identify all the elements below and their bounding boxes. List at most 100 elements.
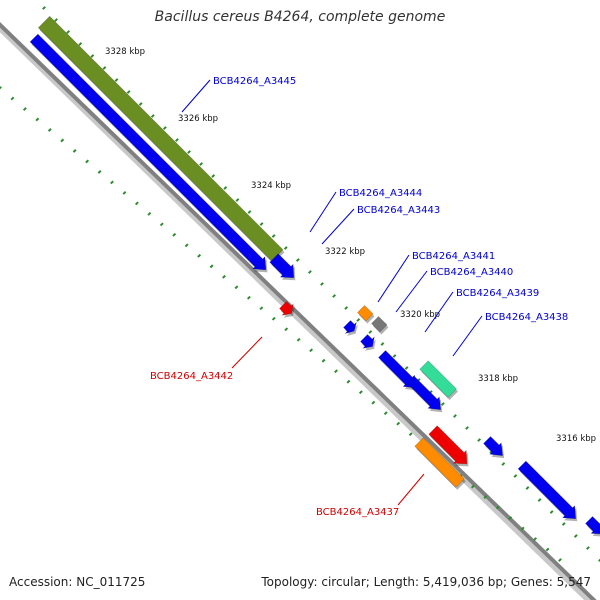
tick-mark bbox=[533, 537, 538, 541]
tick-mark bbox=[138, 102, 143, 106]
tick-mark bbox=[332, 294, 336, 298]
tick-mark bbox=[334, 369, 338, 374]
tick-mark bbox=[309, 348, 314, 353]
tick-mark bbox=[392, 354, 397, 358]
tick-mark bbox=[271, 234, 276, 238]
tick-mark bbox=[209, 264, 214, 269]
accession-text: Accession: NC_011725 bbox=[9, 575, 146, 589]
tick-mark bbox=[404, 366, 409, 370]
tick-mark bbox=[320, 282, 324, 286]
tick-mark bbox=[520, 526, 525, 531]
tick-mark bbox=[356, 318, 361, 322]
tick-mark bbox=[114, 78, 119, 82]
tick-mark bbox=[380, 342, 385, 346]
tick-mark bbox=[172, 232, 177, 237]
tick-mark bbox=[440, 402, 445, 406]
gene-label: BCB4264_A3439 bbox=[456, 288, 539, 299]
tick-mark bbox=[371, 400, 376, 405]
tick-mark bbox=[453, 414, 457, 418]
tick-mark bbox=[259, 222, 264, 226]
gene-red bbox=[279, 301, 294, 316]
tick-mark bbox=[35, 117, 40, 122]
tick-mark bbox=[162, 126, 167, 130]
gene-label: BCB4264_A3445 bbox=[213, 76, 296, 87]
tick-mark bbox=[223, 186, 228, 190]
tick-mark bbox=[246, 295, 251, 300]
gene-blue bbox=[517, 460, 577, 520]
tick-mark bbox=[22, 107, 27, 111]
tick-mark bbox=[126, 90, 131, 94]
tick-mark bbox=[222, 274, 226, 279]
tick-mark bbox=[60, 138, 65, 143]
tick-mark bbox=[573, 534, 578, 538]
tick-mark bbox=[470, 484, 475, 489]
gene-blue bbox=[585, 516, 600, 535]
gene-gray bbox=[371, 316, 388, 333]
tick-mark bbox=[344, 306, 349, 310]
tick-mark bbox=[283, 246, 288, 250]
scale-label: 3328 kbp bbox=[105, 47, 145, 57]
tick-mark bbox=[247, 210, 252, 214]
tick-mark bbox=[10, 96, 15, 101]
tick-mark bbox=[159, 222, 164, 227]
tick-mark bbox=[66, 30, 71, 34]
gene-label-leader bbox=[181, 79, 211, 113]
tick-mark bbox=[558, 558, 562, 562]
gene-label: BCB4264_A3441 bbox=[412, 251, 495, 262]
tick-mark bbox=[358, 390, 363, 395]
tick-mark bbox=[296, 337, 301, 342]
gene-red bbox=[428, 425, 468, 465]
gene-blue bbox=[483, 436, 503, 456]
tick-mark bbox=[175, 138, 179, 142]
tick-mark bbox=[187, 150, 191, 154]
tick-mark bbox=[110, 180, 114, 185]
gene-blue bbox=[360, 334, 375, 349]
tick-mark bbox=[197, 253, 202, 258]
tick-mark bbox=[396, 421, 401, 426]
tick-mark bbox=[477, 438, 482, 442]
scale-label: 3320 kbp bbox=[400, 310, 440, 320]
backbone-line bbox=[0, 22, 597, 600]
gene-blue bbox=[407, 376, 442, 411]
tick-mark bbox=[545, 547, 550, 552]
tick-mark bbox=[368, 330, 373, 334]
tick-mark bbox=[259, 306, 264, 311]
tick-mark bbox=[234, 285, 239, 290]
tick-mark bbox=[586, 546, 590, 550]
scale-label: 3324 kbp bbox=[251, 181, 291, 191]
gene-label: BCB4264_A3444 bbox=[339, 188, 422, 199]
tick-mark bbox=[508, 516, 513, 520]
tick-mark bbox=[483, 495, 488, 499]
tick-mark bbox=[408, 432, 413, 437]
backbone-shadow bbox=[0, 25, 592, 600]
gene-orange bbox=[414, 437, 465, 488]
gene-label: BCB4264_A3440 bbox=[430, 267, 513, 278]
topology-text: Topology: circular; Length: 5,419,036 bp… bbox=[261, 575, 591, 589]
tick-mark bbox=[102, 66, 107, 70]
gene-label: BCB4264_A3437 bbox=[316, 507, 399, 518]
tick-mark bbox=[97, 170, 102, 174]
tick-mark bbox=[199, 162, 204, 166]
gene-label-leader bbox=[321, 208, 355, 245]
scale-label: 3326 kbp bbox=[178, 114, 218, 124]
tick-mark bbox=[0, 86, 2, 90]
tick-mark bbox=[549, 510, 554, 514]
tick-mark bbox=[465, 426, 469, 430]
map-title: Bacillus cereus B4264, complete genome bbox=[154, 9, 446, 25]
tick-mark bbox=[78, 42, 83, 46]
tick-mark bbox=[90, 54, 95, 58]
tick-mark bbox=[72, 149, 77, 153]
gene-label-leader bbox=[397, 473, 425, 506]
tick-mark bbox=[525, 486, 530, 490]
tick-mark bbox=[346, 379, 351, 384]
scale-label: 3318 kbp bbox=[478, 374, 518, 384]
gene-label: BCB4264_A3442 bbox=[150, 371, 233, 382]
tick-mark bbox=[184, 243, 189, 248]
tick-mark bbox=[383, 411, 388, 416]
tick-mark bbox=[235, 198, 240, 202]
tick-mark bbox=[271, 316, 276, 321]
scale-label: 3316 kbp bbox=[556, 434, 596, 444]
gene-teal bbox=[419, 360, 457, 398]
tick-mark bbox=[561, 522, 566, 526]
tick-mark bbox=[122, 190, 127, 195]
